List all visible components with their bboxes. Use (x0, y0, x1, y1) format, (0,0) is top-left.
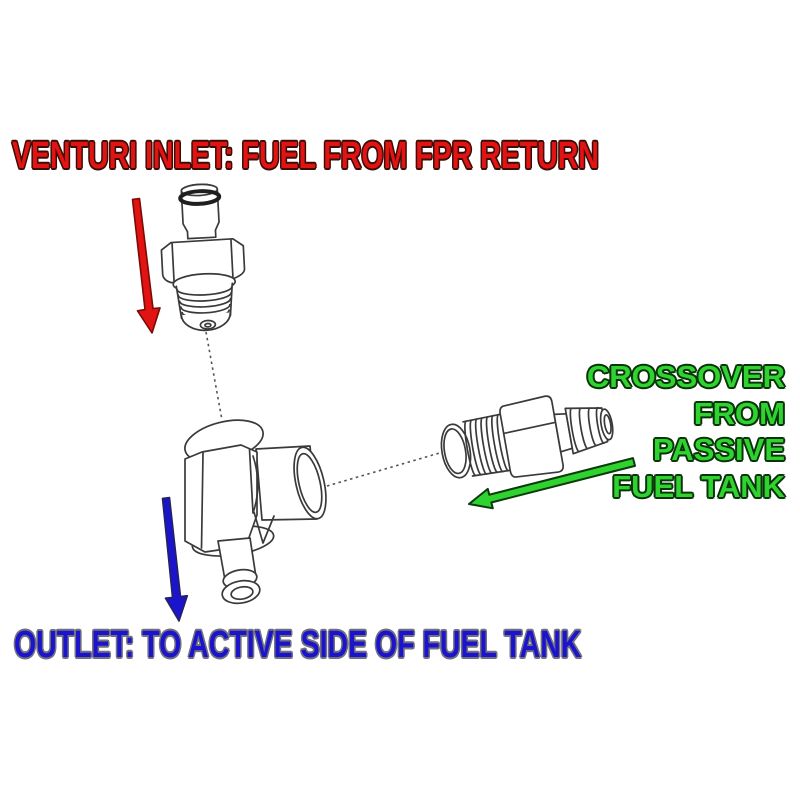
red-arrow-down-icon (131, 197, 161, 334)
green-arrow-left-icon (468, 457, 636, 510)
venturi-inlet-fitting-drawing (160, 183, 246, 332)
crossover-label-line-1: CROSSOVER (586, 359, 785, 394)
venturi-inlet-label: VENTURI INLET: FUEL FROM FPR RETURN (12, 135, 599, 177)
crossover-label-line-4: FUEL TANK (612, 468, 785, 504)
crossover-label-line-3: PASSIVE (652, 432, 785, 468)
crossover-fitting-drawing (440, 395, 614, 479)
tee-body-drawing (184, 419, 327, 605)
barb-ridge (178, 189, 222, 206)
crossover-label-line-2: FROM (693, 395, 785, 431)
crossover-label: CROSSOVER FROM PASSIVE FUEL TANK (587, 359, 785, 505)
outlet-label: OUTLET: TO ACTIVE SIDE OF FUEL TANK (14, 624, 582, 666)
leader-line-inlet-to-tee (205, 331, 223, 421)
leader-line-tee-to-crossover (326, 451, 444, 487)
blue-arrow-down-icon (161, 496, 189, 622)
